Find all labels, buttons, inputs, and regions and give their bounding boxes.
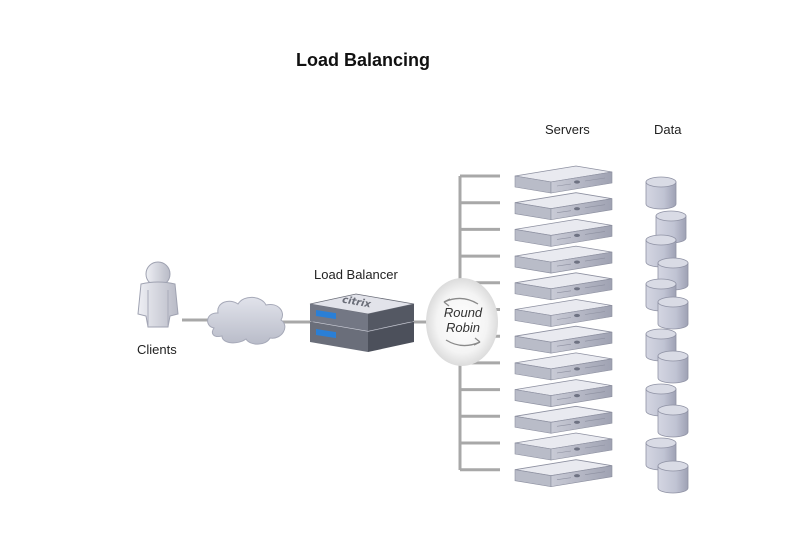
appliance-brand-logo: citrix [341, 295, 372, 311]
data-label: Data [654, 122, 682, 137]
server-icon [514, 352, 613, 381]
servers-label: Servers [545, 122, 590, 137]
server-stack [514, 165, 613, 488]
cycle-arrows-icon [443, 297, 481, 347]
round-robin-label: Round Robin [428, 305, 498, 335]
clients-label: Clients [137, 342, 177, 357]
database-icon [645, 176, 677, 210]
data-store-stack [645, 176, 689, 494]
server-icon [514, 272, 613, 301]
database-icon [657, 460, 689, 494]
cloud-icon [207, 296, 286, 345]
server-icon [514, 165, 613, 194]
person-icon [137, 261, 179, 328]
diagram-title: Load Balancing [295, 50, 430, 70]
server-icon [514, 325, 613, 354]
server-icon [514, 432, 613, 461]
server-icon [514, 245, 613, 274]
database-icon [657, 404, 689, 438]
server-icon [514, 379, 613, 407]
server-icon [514, 405, 613, 434]
server-icon [514, 459, 613, 488]
database-icon [657, 296, 689, 330]
load-balancer-label: Load Balancer [314, 267, 398, 282]
appliance-icon: citrix [309, 293, 415, 352]
round-robin-glow [426, 278, 498, 366]
round-robin-line-2: Robin [446, 320, 480, 335]
server-icon [514, 192, 613, 221]
round-robin-line-1: Round [443, 305, 483, 320]
server-icon [514, 299, 613, 327]
server-icon [514, 218, 613, 247]
database-icon [657, 350, 689, 384]
